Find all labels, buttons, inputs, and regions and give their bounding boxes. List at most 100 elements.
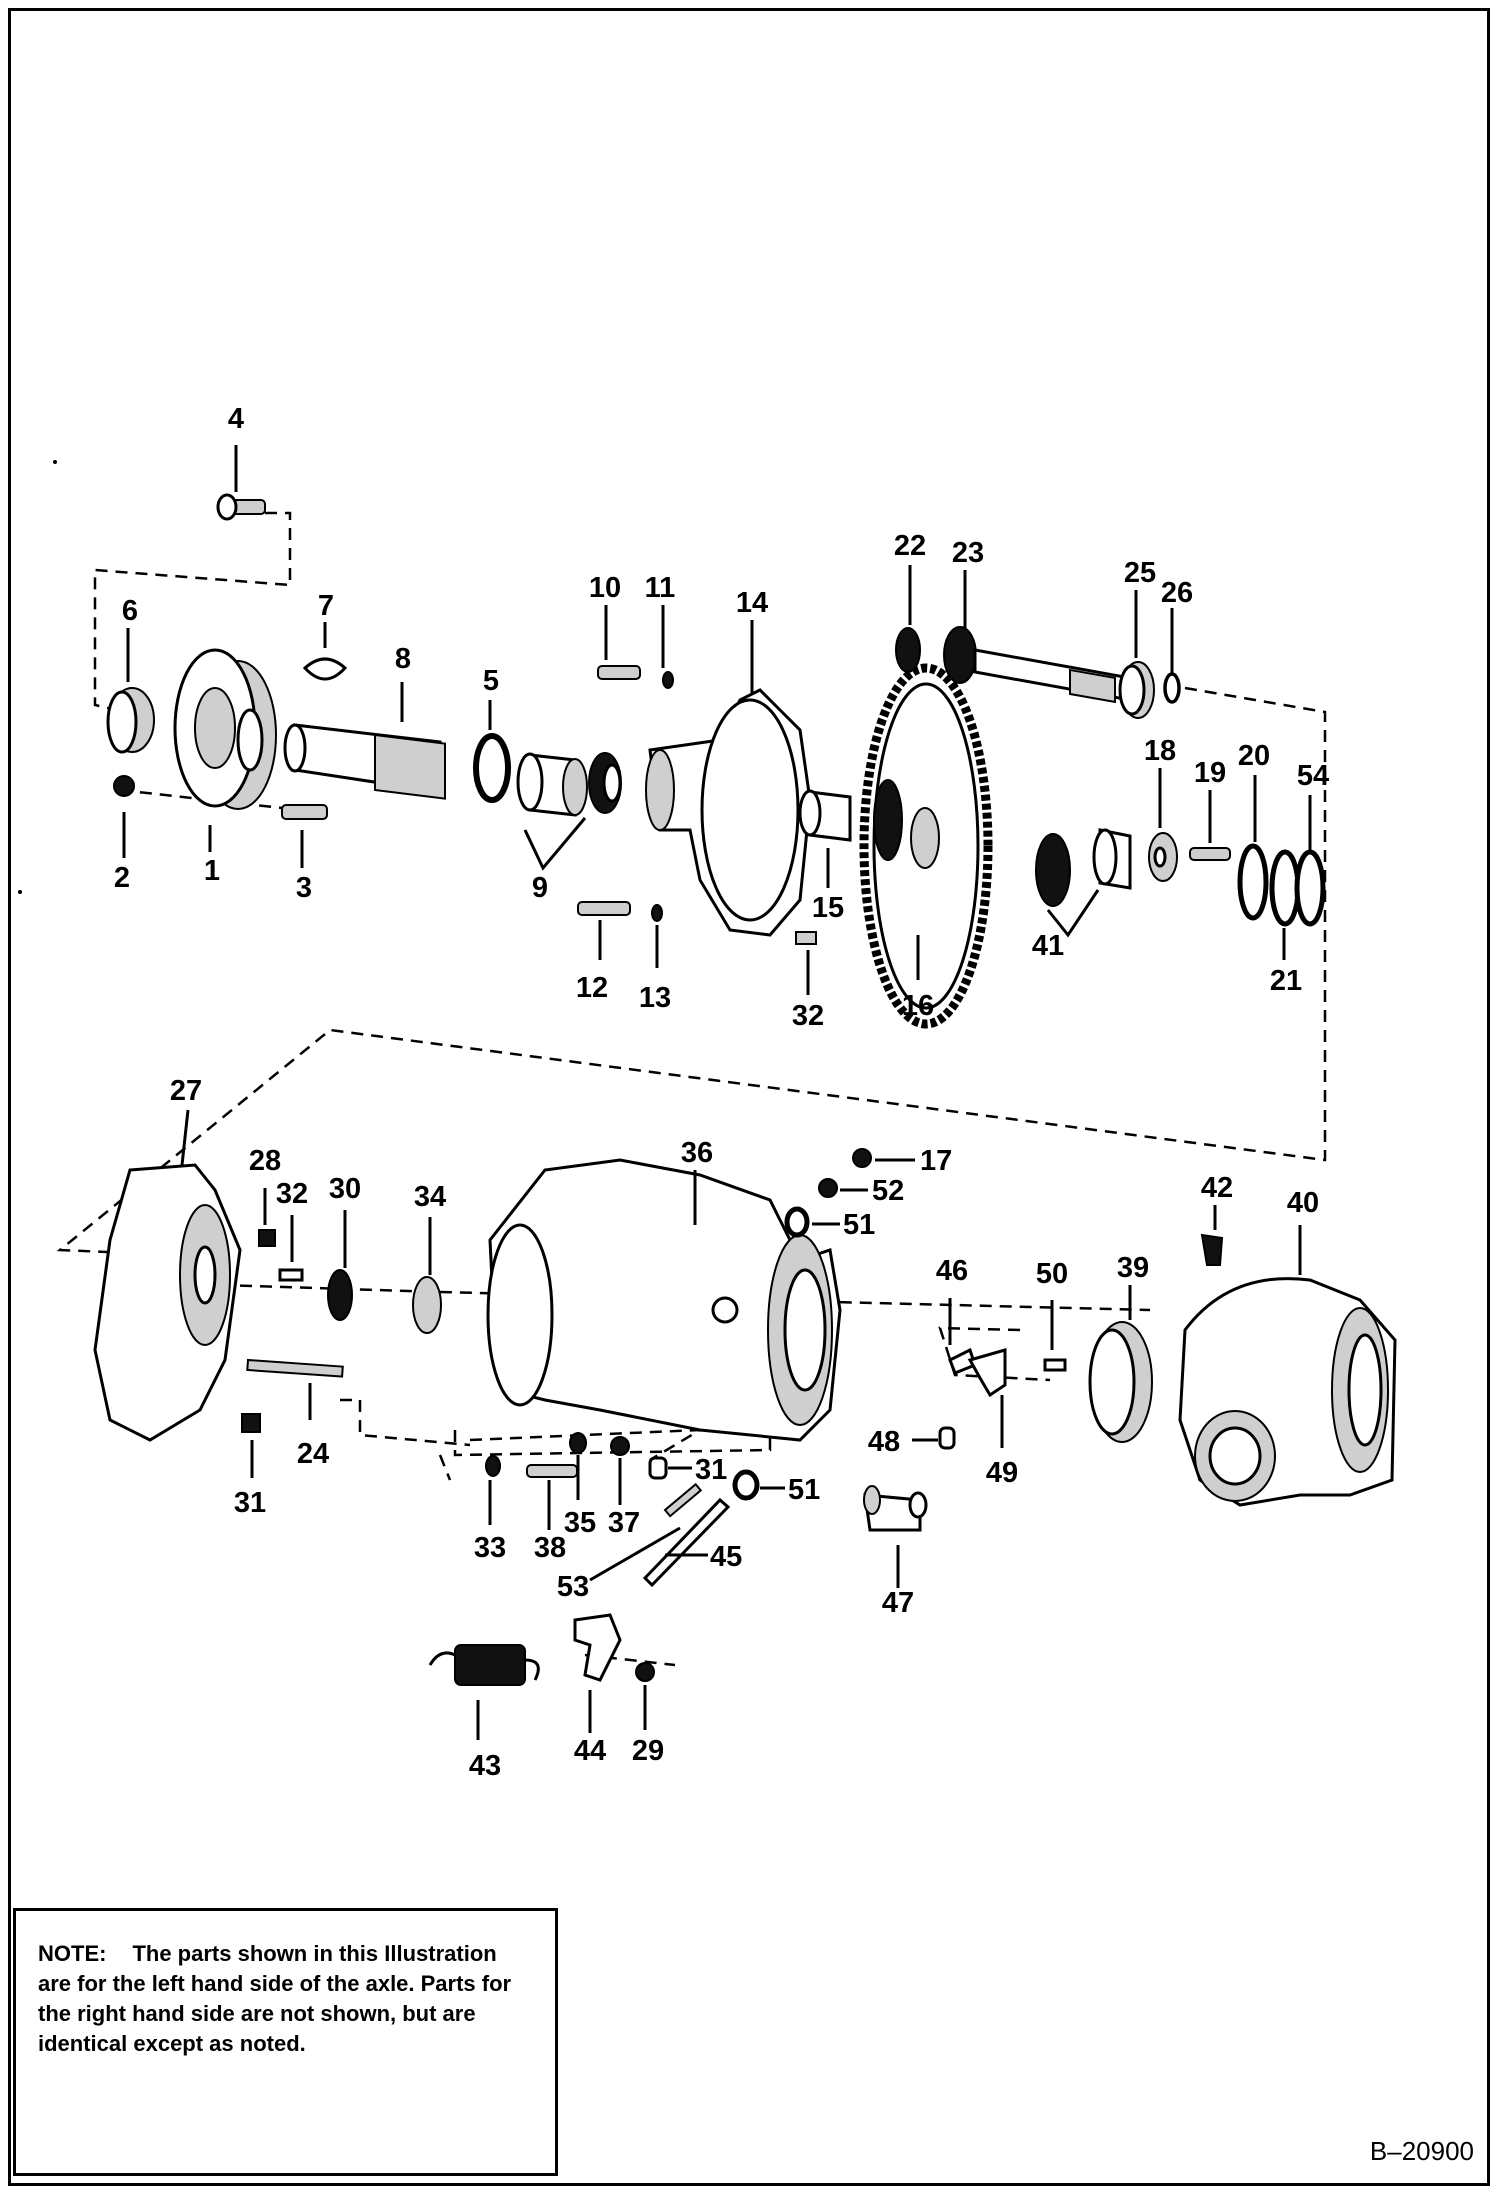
ring-21 — [1269, 849, 1301, 927]
spring-43 — [428, 1644, 540, 1686]
callout-6: 6 — [122, 595, 138, 627]
bearing-25 — [1118, 661, 1155, 719]
callout-1: 1 — [204, 855, 220, 887]
callout-29: 29 — [632, 1735, 664, 1767]
pin-32-top — [795, 931, 817, 945]
housing-14 — [645, 688, 812, 937]
plunger-48 — [938, 1426, 956, 1450]
bearing-9 — [516, 752, 622, 817]
pin-53 — [663, 1482, 703, 1518]
plate-6 — [106, 687, 155, 754]
seal-30 — [327, 1269, 353, 1321]
key-7 — [302, 657, 348, 681]
callout-50: 50 — [1036, 1258, 1068, 1290]
callout-32-lower: 32 — [276, 1178, 308, 1210]
bolt-3 — [281, 804, 328, 820]
callout-41: 41 — [1032, 930, 1064, 962]
callout-40: 40 — [1287, 1187, 1319, 1219]
page-border — [8, 8, 1490, 2186]
bolt-4 — [216, 493, 266, 521]
callout-51-lower: 51 — [788, 1474, 820, 1506]
valve-47 — [863, 1485, 928, 1532]
bolt-19 — [1189, 847, 1231, 861]
upper-assembly — [106, 493, 1326, 1029]
callout-8: 8 — [395, 643, 411, 675]
callout-33: 33 — [474, 1532, 506, 1564]
fitting-51-top — [784, 1206, 810, 1238]
callout-34: 34 — [414, 1181, 446, 1213]
callout-19: 19 — [1194, 757, 1226, 789]
callout-39: 39 — [1117, 1252, 1149, 1284]
callout-31-center: 31 — [695, 1454, 727, 1486]
callout-52: 52 — [872, 1175, 904, 1207]
note-heading: NOTE: — [38, 1941, 107, 1966]
callout-15: 15 — [812, 892, 844, 924]
lower-assembly — [93, 1148, 1397, 1686]
callout-25: 25 — [1124, 557, 1156, 589]
plug-28 — [258, 1229, 276, 1247]
callout-18: 18 — [1144, 735, 1176, 767]
plug-31-left — [241, 1413, 261, 1433]
bushing-15 — [798, 789, 852, 842]
nut-29 — [635, 1662, 655, 1682]
callout-10: 10 — [589, 572, 621, 604]
bolt-10 — [597, 665, 641, 680]
note-box: NOTE:The parts shown in this Illustratio… — [13, 1908, 558, 2176]
callout-46: 46 — [936, 1255, 968, 1287]
bearing-39 — [1088, 1321, 1153, 1443]
callout-37: 37 — [608, 1507, 640, 1539]
case-36 — [486, 1158, 842, 1442]
callout-12: 12 — [576, 972, 608, 1004]
nut-2 — [113, 775, 135, 797]
callout-16: 16 — [902, 990, 934, 1022]
callout-11: 11 — [645, 572, 676, 604]
rod-45 — [642, 1497, 731, 1588]
callout-43: 43 — [469, 1750, 501, 1782]
figure-reference: B–20900 — [1369, 2136, 1474, 2166]
breather-42 — [1200, 1233, 1224, 1266]
callout-22: 22 — [894, 530, 926, 562]
washer-35 — [569, 1432, 587, 1454]
washer-34 — [412, 1276, 442, 1334]
callout-numbers: 4 6 7 8 5 10 11 14 22 23 25 26 18 19 20 … — [114, 403, 1329, 1782]
callout-51-top: 51 — [843, 1209, 875, 1241]
callout-4: 4 — [228, 403, 244, 435]
callout-53: 53 — [557, 1571, 589, 1603]
cover-27 — [93, 1163, 242, 1442]
pin-50 — [1043, 1358, 1067, 1372]
nut-37 — [610, 1436, 630, 1456]
ring-20 — [1237, 843, 1269, 921]
callout-21: 21 — [1270, 965, 1302, 997]
fitting-52 — [818, 1178, 838, 1198]
speck — [18, 890, 22, 894]
callout-3: 3 — [296, 872, 312, 904]
fitting-17 — [852, 1148, 872, 1168]
callout-28: 28 — [249, 1145, 281, 1177]
callout-5: 5 — [483, 665, 499, 697]
stud-24 — [246, 1358, 344, 1378]
seal-5 — [473, 733, 511, 803]
washer-18 — [1148, 832, 1178, 882]
washer-11 — [662, 671, 674, 689]
arm-49 — [967, 1348, 1007, 1398]
callout-49: 49 — [986, 1457, 1018, 1489]
note-text: The parts shown in this Illustration are… — [38, 1941, 512, 2056]
callout-38: 38 — [534, 1532, 566, 1564]
callout-7: 7 — [318, 590, 334, 622]
hub-1 — [173, 648, 277, 810]
callout-44: 44 — [574, 1735, 606, 1767]
leader-lines — [122, 445, 1312, 1740]
plug-31-center — [648, 1456, 668, 1480]
callout-14: 14 — [736, 587, 768, 619]
ring-54 — [1294, 849, 1326, 927]
callout-54: 54 — [1297, 760, 1329, 792]
callout-35: 35 — [564, 1507, 596, 1539]
callout-48: 48 — [868, 1426, 900, 1458]
callout-31-left: 31 — [234, 1487, 266, 1519]
callout-20: 20 — [1238, 740, 1270, 772]
bolt-12 — [577, 901, 631, 916]
snap-ring-26 — [1163, 672, 1181, 704]
fitting-51-lower — [732, 1469, 760, 1501]
callout-17: 17 — [920, 1145, 952, 1177]
